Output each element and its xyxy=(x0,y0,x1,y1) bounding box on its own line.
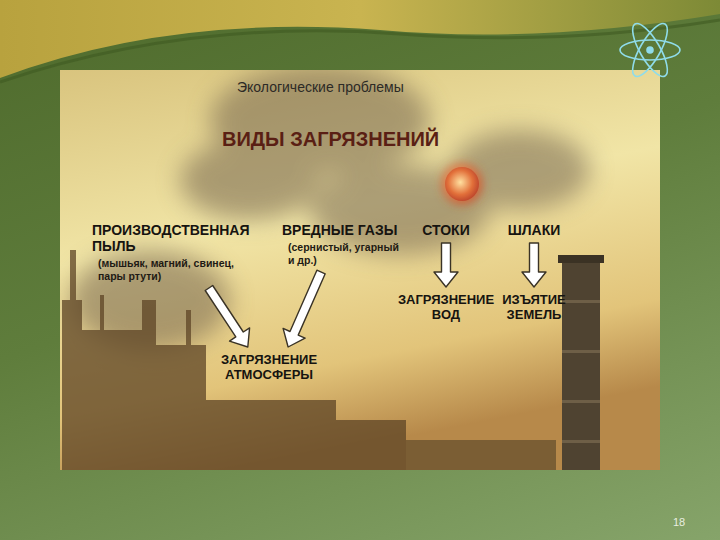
top-swoosh xyxy=(0,0,720,78)
pollution-source: ШЛАКИ xyxy=(503,222,565,238)
flow-arrow xyxy=(522,243,546,287)
atom-icon xyxy=(620,19,680,81)
node-heading: ИЗЪЯТИЕ ЗЕМЕЛЬ xyxy=(496,292,572,322)
diagram-title: ВИДЫ ЗАГРЯЗНЕНИЙ xyxy=(222,128,439,151)
pollution-source: ПРОИЗВОДСТВЕННАЯ ПЫЛЬ (мышьяк, магний, св… xyxy=(92,222,264,283)
pollution-source: ВРЕДНЫЕ ГАЗЫ (сернистый, угарный и др.) xyxy=(282,222,404,267)
node-note: (сернистый, угарный и др.) xyxy=(282,241,404,267)
pollution-effect: ИЗЪЯТИЕ ЗЕМЕЛЬ xyxy=(496,292,572,322)
node-heading: СТОКИ xyxy=(418,222,474,238)
pollution-effect: ЗАГРЯЗНЕНИЕ АТМОСФЕРЫ xyxy=(216,352,322,382)
node-note: (мышьяк, магний, свинец, пары ртути) xyxy=(92,257,264,283)
node-heading: ЗАГРЯЗНЕНИЕ АТМОСФЕРЫ xyxy=(216,352,322,382)
flow-arrow xyxy=(283,270,325,347)
pollution-source: СТОКИ xyxy=(418,222,474,238)
node-heading: ВРЕДНЫЕ ГАЗЫ xyxy=(282,222,404,238)
chimney xyxy=(558,255,604,470)
node-heading: ШЛАКИ xyxy=(503,222,565,238)
slide-heading: Экологические проблемы xyxy=(237,79,404,95)
page-number: 18 xyxy=(673,516,685,528)
flow-arrow xyxy=(205,286,249,348)
node-heading: ПРОИЗВОДСТВЕННАЯ ПЫЛЬ xyxy=(92,222,264,254)
photo xyxy=(60,70,660,470)
pollution-effect: ЗАГРЯЗНЕНИЕ ВОД xyxy=(393,292,499,322)
flow-arrow xyxy=(434,243,458,287)
node-heading: ЗАГРЯЗНЕНИЕ ВОД xyxy=(393,292,499,322)
